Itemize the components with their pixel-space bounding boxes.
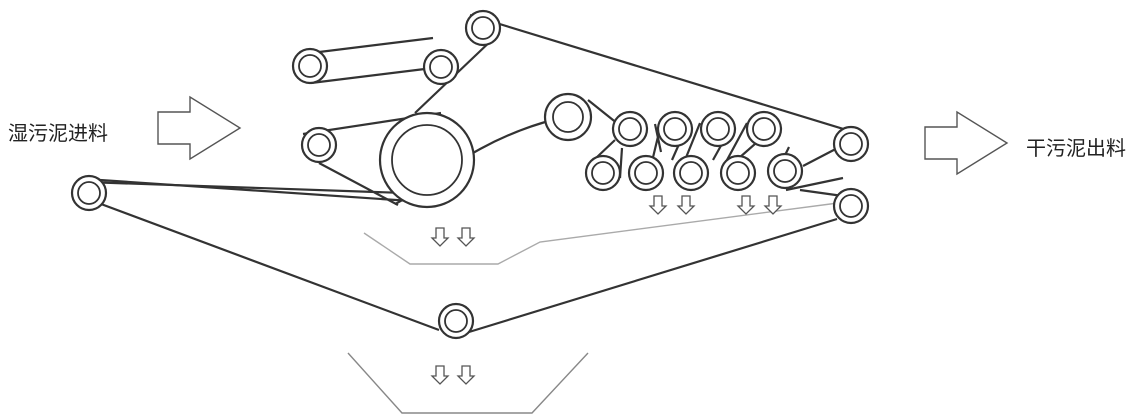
roller-3 <box>422 48 460 86</box>
roller-2 <box>291 47 329 85</box>
roller-12 <box>627 154 665 192</box>
drop-arrow-1 <box>430 227 450 247</box>
lower-filtrate-tray <box>347 352 589 414</box>
roller-7 <box>611 110 649 148</box>
lower-filter-belt <box>99 178 838 334</box>
roller-4 <box>300 126 338 164</box>
roller-8 <box>656 110 694 148</box>
roller-6 <box>543 92 593 142</box>
dry-sludge-outlet-label: 干污泥出料 <box>1026 136 1126 160</box>
drop-arrow-3 <box>648 195 668 215</box>
small-top-belt <box>302 36 442 85</box>
roller-16 <box>832 125 870 163</box>
drop-arrow-8 <box>456 365 476 385</box>
roller-19 <box>437 302 475 340</box>
roller-11 <box>584 154 622 192</box>
roller-13 <box>672 154 710 192</box>
wet-sludge-inlet-label: 湿污泥进料 <box>8 121 108 145</box>
drop-arrow-4 <box>676 195 696 215</box>
roller-18 <box>70 174 108 212</box>
inlet-arrow <box>157 95 242 161</box>
drop-arrow-2 <box>456 227 476 247</box>
drop-arrow-6 <box>763 195 783 215</box>
roller-14 <box>719 154 757 192</box>
upper-filtrate-tray <box>363 202 839 265</box>
drop-arrow-7 <box>430 365 450 385</box>
roller-10 <box>745 110 783 148</box>
roller-15 <box>766 152 804 190</box>
drop-arrow-5 <box>736 195 756 215</box>
roller-1 <box>464 9 502 47</box>
outlet-arrow <box>924 110 1009 176</box>
roller-17 <box>832 187 870 225</box>
roller-9 <box>699 110 737 148</box>
filtrate-drop-arrows <box>430 195 783 385</box>
main-drum <box>378 111 476 209</box>
